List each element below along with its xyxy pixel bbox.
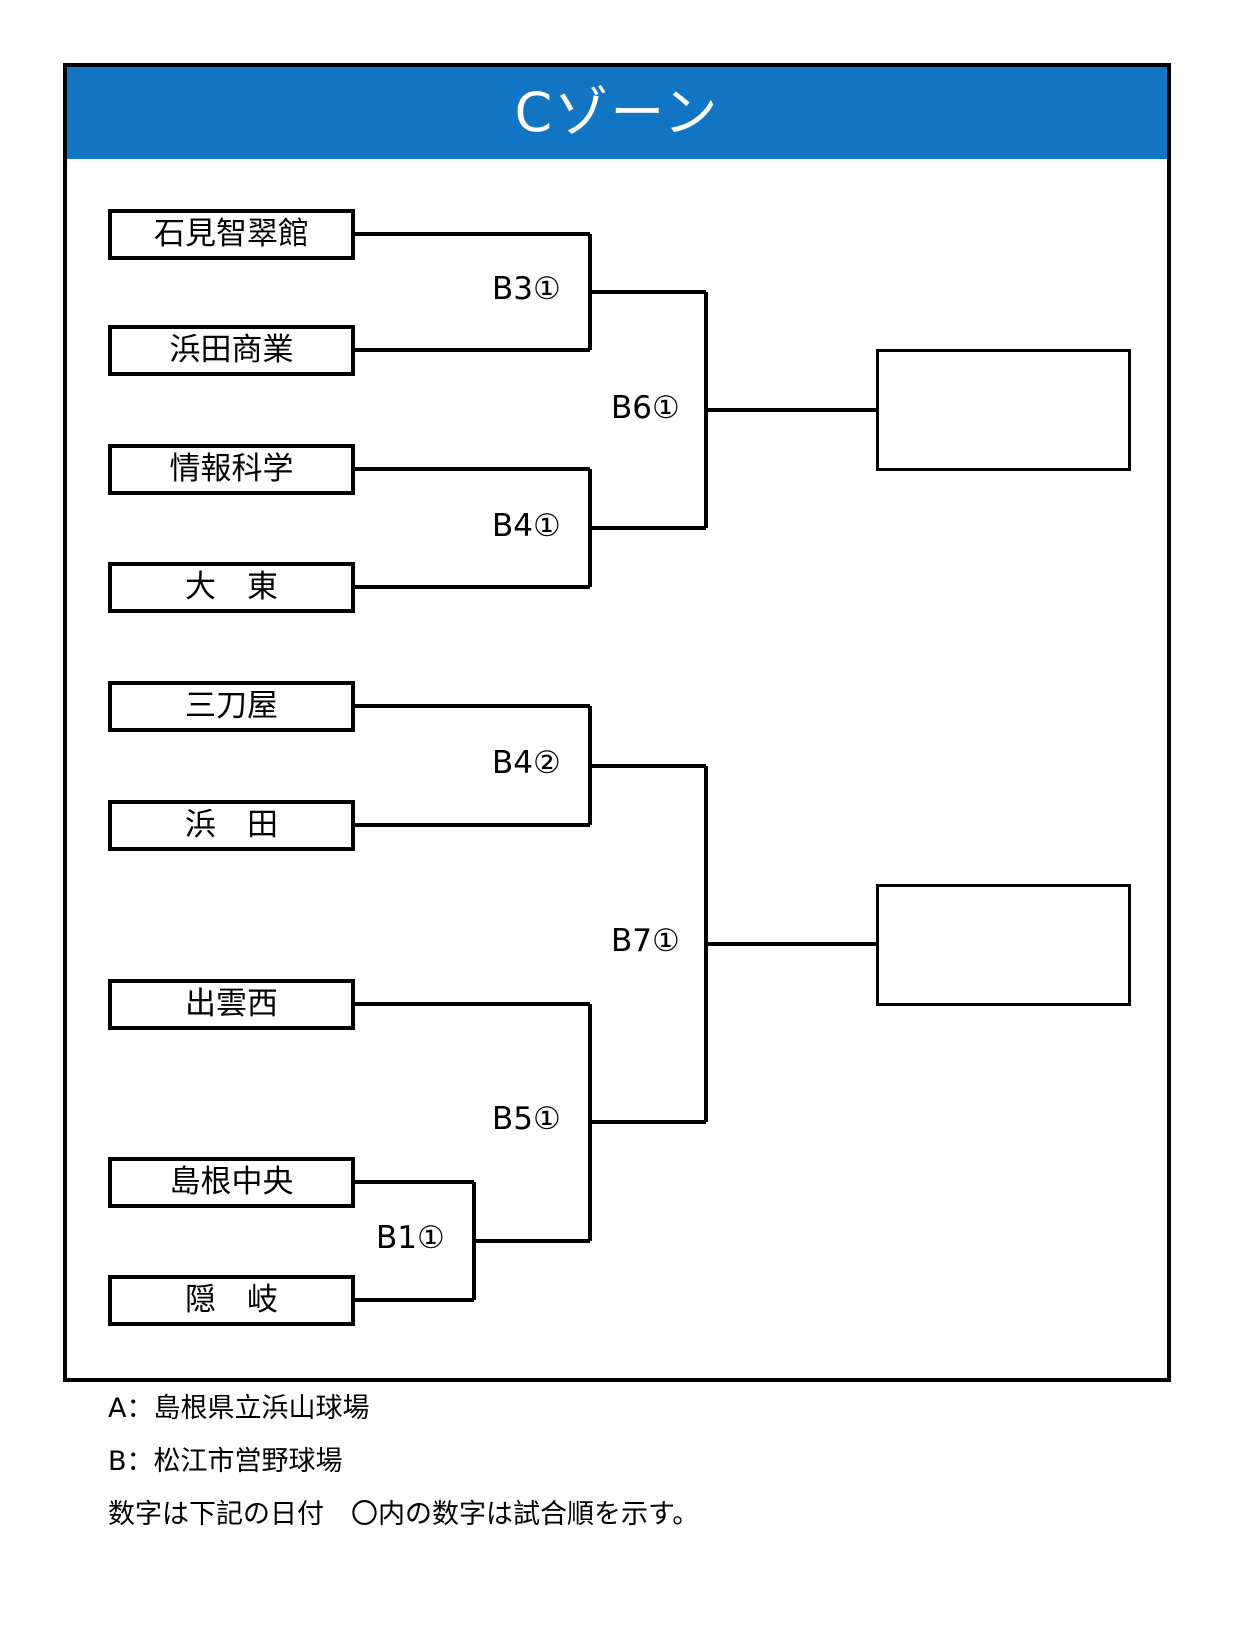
footer-note-venue-a: A：島根県立浜山球場 bbox=[108, 1393, 370, 1424]
team-box-joho-kagaku[interactable]: 情報科学 bbox=[108, 444, 355, 495]
bracket-outer-frame bbox=[63, 63, 1171, 1382]
team-name: 情報科学 bbox=[169, 451, 294, 487]
team-name: 隠 岐 bbox=[185, 1282, 278, 1318]
team-box-mitoya[interactable]: 三刀屋 bbox=[108, 681, 355, 732]
match-label-b5-1: B5① bbox=[492, 1101, 561, 1137]
team-name: 浜田商業 bbox=[169, 332, 294, 368]
team-box-hamada[interactable]: 浜 田 bbox=[108, 800, 355, 851]
team-name: 石見智翠館 bbox=[154, 216, 309, 252]
footer-notes: A：島根県立浜山球場 B：松江市営野球場 数字は下記の日付 〇内の数字は試合順を… bbox=[108, 1392, 1108, 1550]
footer-note-venue-b: B：松江市営野球場 bbox=[108, 1445, 343, 1477]
match-label-b1-1: B1① bbox=[376, 1220, 445, 1256]
match-label-b4-1: B4① bbox=[492, 508, 561, 544]
winner-box-upper[interactable] bbox=[876, 349, 1131, 471]
footer-note-legend: 数字は下記の日付 〇内の数字は試合順を示す。 bbox=[108, 1498, 700, 1530]
page-title: Cゾーン bbox=[514, 81, 720, 144]
team-name: 三刀屋 bbox=[185, 688, 278, 724]
team-name: 大 東 bbox=[185, 569, 278, 605]
team-box-daito[interactable]: 大 東 bbox=[108, 562, 355, 613]
winner-box-lower[interactable] bbox=[876, 884, 1131, 1006]
team-box-shimane-chuo[interactable]: 島根中央 bbox=[108, 1157, 355, 1208]
match-label-b6-1: B6① bbox=[611, 390, 680, 426]
team-name: 島根中央 bbox=[169, 1164, 294, 1200]
team-box-hamada-shogyo[interactable]: 浜田商業 bbox=[108, 325, 355, 376]
match-label-b4-2: B4② bbox=[492, 745, 561, 781]
zone-title-banner: Cゾーン bbox=[67, 67, 1167, 159]
match-label-b7-1: B7① bbox=[611, 923, 680, 959]
team-name: 浜 田 bbox=[185, 807, 278, 843]
team-box-oki[interactable]: 隠 岐 bbox=[108, 1275, 355, 1326]
team-name: 出雲西 bbox=[185, 986, 278, 1022]
team-box-izumo-nishi[interactable]: 出雲西 bbox=[108, 979, 355, 1030]
team-box-ishimi-chisuikan[interactable]: 石見智翠館 bbox=[108, 209, 355, 260]
match-label-b3-1: B3① bbox=[492, 271, 561, 307]
